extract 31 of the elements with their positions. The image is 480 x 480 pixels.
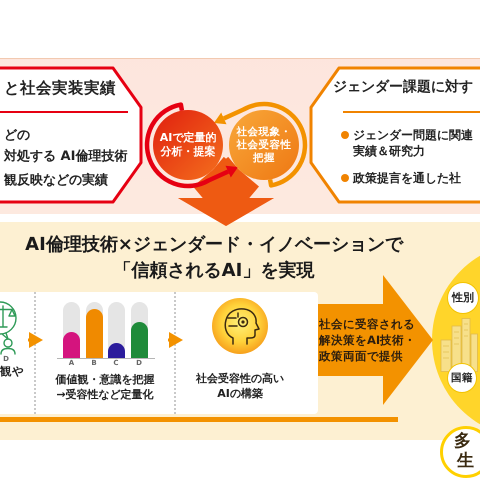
block-arrow: [318, 275, 433, 405]
circle-label: AIで定量的分析・提案: [158, 131, 218, 159]
chevron-panel: [309, 66, 480, 204]
bullet-text: 政策提言を通した社: [353, 170, 461, 186]
circle-node: [229, 110, 299, 180]
chevron-arrow: [28, 332, 43, 348]
bubble-label: 生: [457, 451, 474, 471]
edge-label: 社会に受容される解決策をAI技術・政策両面で提供: [319, 316, 418, 364]
bullet-text: 観反映などの実績: [4, 172, 108, 189]
band-title: AI倫理技術×ジェンダード・イノベーションで「信頼されるAI」を実現: [24, 233, 405, 283]
bubble-label: 多: [454, 431, 471, 451]
step-card: [182, 292, 318, 414]
curved-arrow: [144, 102, 238, 188]
circle-node: [153, 110, 223, 180]
bullet-text: ジェンダー問題に関連実績＆研究力: [353, 127, 474, 159]
circle-node: [447, 363, 477, 393]
chevron-arrow: [168, 332, 183, 348]
circle-node: [447, 282, 479, 314]
bubble-label: 性別: [451, 290, 475, 306]
panel-heading: と社会実装実績: [4, 78, 116, 98]
curved-arrow: [214, 102, 308, 188]
panel-heading: ジェンダー課題に対す: [333, 78, 473, 97]
circle-label: 社会現象・社会受容性把握: [236, 126, 292, 164]
bullet-text: どの: [4, 127, 30, 144]
step-caption: 価値観・意識を把握→受容性など定量化: [54, 372, 156, 402]
chevron-panel: [0, 66, 143, 204]
bullet-text: 対処する AI倫理技術: [4, 148, 128, 165]
bubble-label: 国籍: [451, 371, 473, 386]
step-caption: 社会受容性の高いAIの構築: [194, 371, 285, 401]
step-card: [0, 292, 28, 414]
step-caption: 観や: [0, 364, 24, 379]
